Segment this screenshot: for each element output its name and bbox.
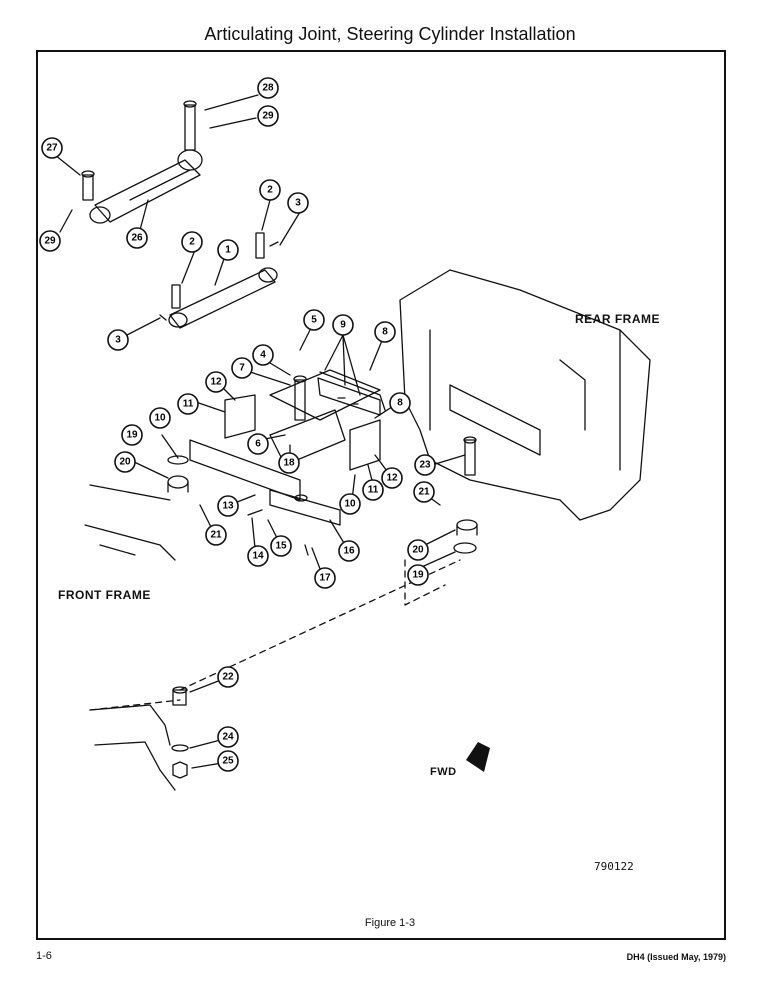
svg-text:10: 10 (154, 413, 166, 424)
callout-12: 12 (205, 371, 227, 393)
callout-23: 23 (414, 454, 436, 476)
svg-text:18: 18 (283, 458, 295, 469)
callout-2b: 2 (181, 231, 203, 253)
callout-29b: 29 (39, 230, 61, 252)
figure-frame (36, 50, 726, 940)
svg-text:2: 2 (267, 185, 273, 196)
svg-text:15: 15 (275, 541, 287, 552)
callout-8b: 8 (389, 392, 411, 414)
svg-text:20: 20 (412, 545, 424, 556)
callout-25: 25 (217, 750, 239, 772)
callout-22: 22 (217, 666, 239, 688)
callout-6: 6 (247, 433, 269, 455)
steering-cylinder (89, 149, 203, 224)
svg-text:11: 11 (183, 399, 194, 410)
callout-10: 10 (149, 407, 171, 429)
callout-28: 28 (257, 77, 279, 99)
svg-text:28: 28 (262, 83, 274, 94)
callout-11: 11 (177, 393, 199, 415)
callout-13: 13 (217, 495, 239, 517)
callout-8: 8 (374, 321, 396, 343)
callout-10b: 10 (339, 493, 361, 515)
callout-12b: 12 (381, 467, 403, 489)
callout-20: 20 (114, 451, 136, 473)
callout-16: 16 (338, 540, 360, 562)
callout-18: 18 (278, 452, 300, 474)
svg-text:9: 9 (340, 320, 346, 331)
figure-number: 790122 (594, 860, 634, 873)
svg-text:21: 21 (210, 530, 222, 541)
svg-text:24: 24 (222, 732, 234, 743)
svg-text:8: 8 (397, 398, 403, 409)
svg-text:2: 2 (189, 237, 195, 248)
svg-text:19: 19 (412, 570, 424, 581)
svg-text:29: 29 (262, 111, 274, 122)
callout-9: 9 (332, 314, 354, 336)
fwd-arrow (466, 742, 490, 772)
callout-24: 24 (217, 726, 239, 748)
svg-text:8: 8 (382, 327, 388, 338)
callout-7: 7 (231, 357, 253, 379)
page-title: Articulating Joint, Steering Cylinder In… (204, 24, 576, 44)
svg-text:16: 16 (343, 546, 355, 557)
callout-20b: 20 (407, 539, 429, 561)
rear-frame-label: REAR FRAME (575, 312, 660, 326)
svg-text:3: 3 (115, 335, 121, 346)
callout-27: 27 (41, 137, 63, 159)
svg-text:12: 12 (386, 473, 398, 484)
svg-text:26: 26 (131, 233, 143, 244)
svg-text:22: 22 (222, 672, 234, 683)
callout-26: 26 (126, 227, 148, 249)
fwd-label: FWD (430, 766, 457, 778)
svg-text:21: 21 (418, 487, 430, 498)
svg-text:27: 27 (46, 143, 58, 154)
svg-text:1: 1 (225, 245, 231, 256)
callout-3: 3 (287, 192, 309, 214)
callout-4: 4 (252, 344, 274, 366)
front-frame-outline (84, 484, 176, 561)
callout-29: 29 (257, 105, 279, 127)
callout-21: 21 (205, 524, 227, 546)
svg-text:13: 13 (222, 501, 234, 512)
callout-2: 2 (259, 179, 281, 201)
svg-text:10: 10 (344, 499, 356, 510)
svg-text:14: 14 (252, 551, 264, 562)
callout-21b: 21 (413, 481, 435, 503)
svg-text:3: 3 (295, 198, 301, 209)
callout-19b: 19 (407, 564, 429, 586)
front-frame-label: FRONT FRAME (58, 588, 151, 602)
callout-15: 15 (270, 535, 292, 557)
svg-text:7: 7 (239, 363, 245, 374)
callout-14: 14 (247, 545, 269, 567)
svg-text:12: 12 (210, 377, 222, 388)
svg-text:20: 20 (119, 457, 131, 468)
rear-frame-outline (399, 269, 651, 521)
svg-text:25: 25 (222, 756, 234, 767)
svg-text:6: 6 (255, 439, 261, 450)
svg-text:19: 19 (126, 430, 138, 441)
page-number: 1-6 (36, 950, 52, 962)
steering-link (168, 267, 278, 329)
cylinder-pin-top (184, 104, 196, 151)
cylinder-pin-left (82, 174, 94, 201)
callout-17: 17 (314, 567, 336, 589)
svg-text:23: 23 (419, 460, 431, 471)
svg-text:5: 5 (311, 315, 317, 326)
callouts: 28 29 27 29 26 2 3 2 1 3 5 9 8 4 7 12 11… (39, 77, 436, 772)
svg-text:17: 17 (319, 573, 331, 584)
issue-note: DH4 (Issued May, 1979) (626, 952, 726, 962)
callout-1: 1 (217, 239, 239, 261)
callout-3b: 3 (107, 329, 129, 351)
callout-11b: 11 (362, 479, 384, 501)
figure-caption: Figure 1-3 (364, 917, 416, 929)
svg-text:29: 29 (44, 236, 56, 247)
callout-5: 5 (303, 309, 325, 331)
svg-text:11: 11 (368, 485, 379, 496)
svg-text:4: 4 (260, 350, 266, 361)
callout-19: 19 (121, 424, 143, 446)
